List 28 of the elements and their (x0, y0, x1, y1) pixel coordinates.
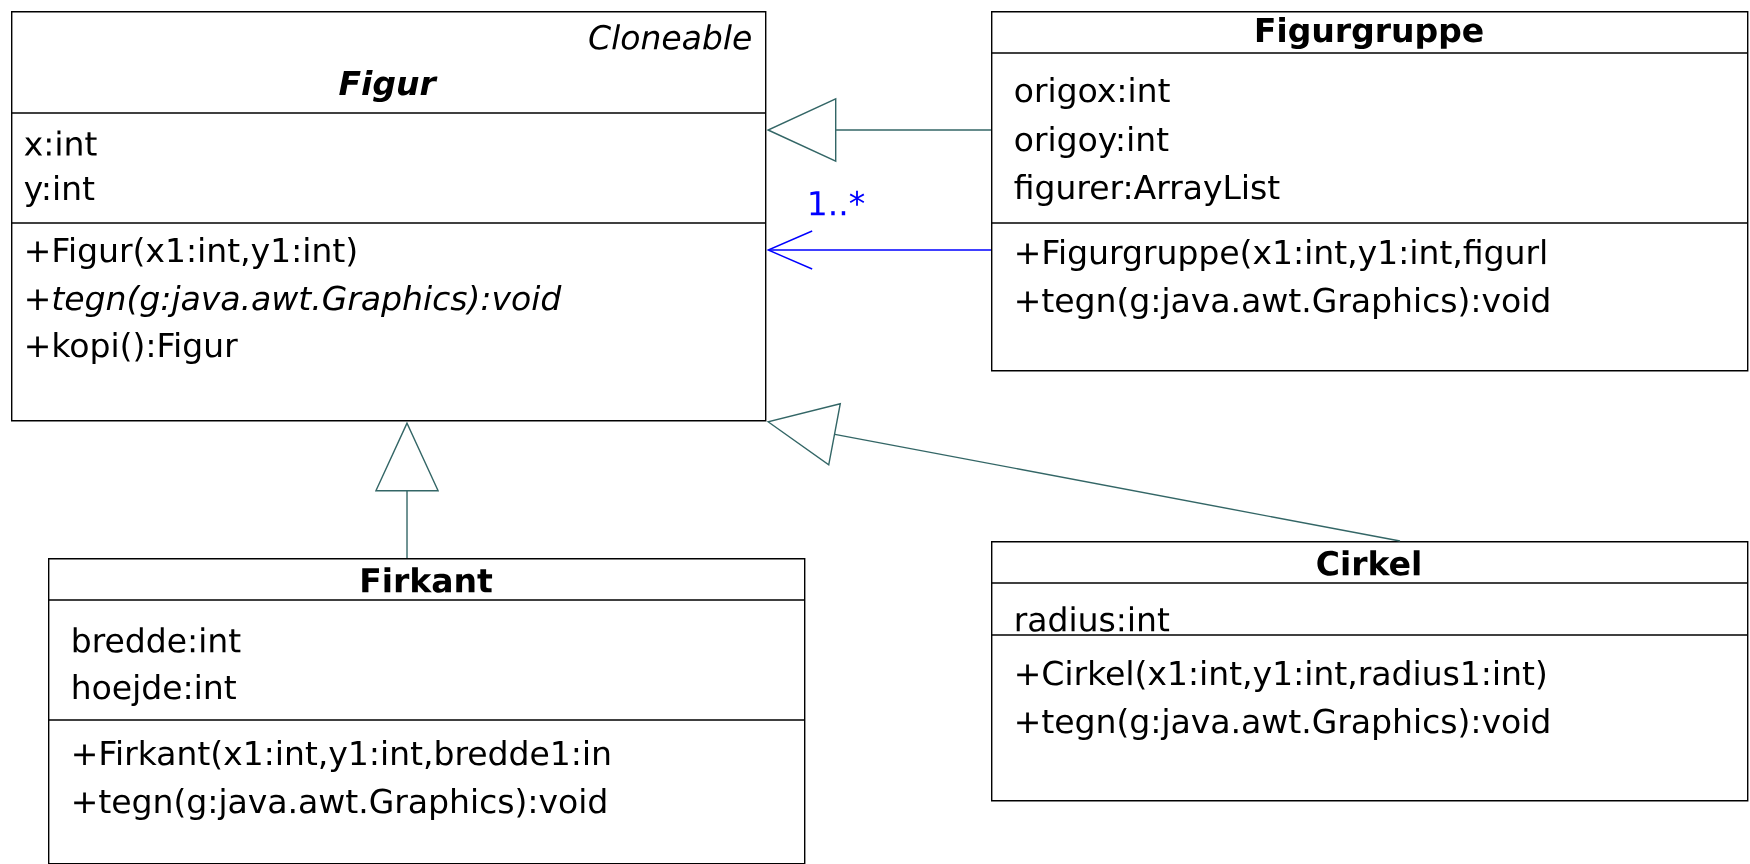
attribute-text: x:int (24, 130, 97, 156)
class-box (990, 11, 1749, 372)
attribute-text: bredde:int (73, 627, 241, 653)
attribute-text: origoy:int (1015, 126, 1169, 158)
class-name: Firkant (362, 567, 493, 593)
method-text: +tegn(g:java.awt.Graphics):void (27, 285, 562, 317)
method-text: +tegn(g:java.awt.Graphics):void (1017, 287, 1549, 319)
method-text: +tegn(g:java.awt.Graphics):void (1017, 708, 1549, 740)
method-text: +Cirkel(x1:int,y1:int,radius1:int) (1017, 660, 1545, 692)
class-name: Figurgruppe (1256, 16, 1483, 50)
class-box (10, 11, 767, 422)
attribute-text: hoejde:int (73, 674, 236, 706)
method-text: +kopi():Figur (27, 332, 238, 364)
attribute-text: figurer:ArrayList (1014, 174, 1280, 206)
multiplicity-label: 1..* (804, 188, 868, 218)
stereotype-label: Cloneable (589, 24, 751, 50)
method-text: +Figurgruppe(x1:int,y1:int,figurl (1017, 239, 1546, 271)
method-text: +Firkant(x1:int,y1:int,bredde1:in (74, 740, 610, 772)
method-text: +Figur(x1:int,y1:int) (27, 237, 356, 269)
class-box (990, 541, 1749, 802)
attribute-text: radius:int (1016, 606, 1170, 632)
class-name: Figur (339, 69, 438, 103)
class-name: Cirkel (1317, 550, 1420, 576)
attribute-text: y:int (24, 175, 95, 207)
method-text: +tegn(g:java.awt.Graphics):void (74, 788, 606, 820)
association-arrow (766, 230, 992, 270)
class-box (47, 558, 806, 864)
attribute-text: origox:int (1015, 77, 1170, 109)
